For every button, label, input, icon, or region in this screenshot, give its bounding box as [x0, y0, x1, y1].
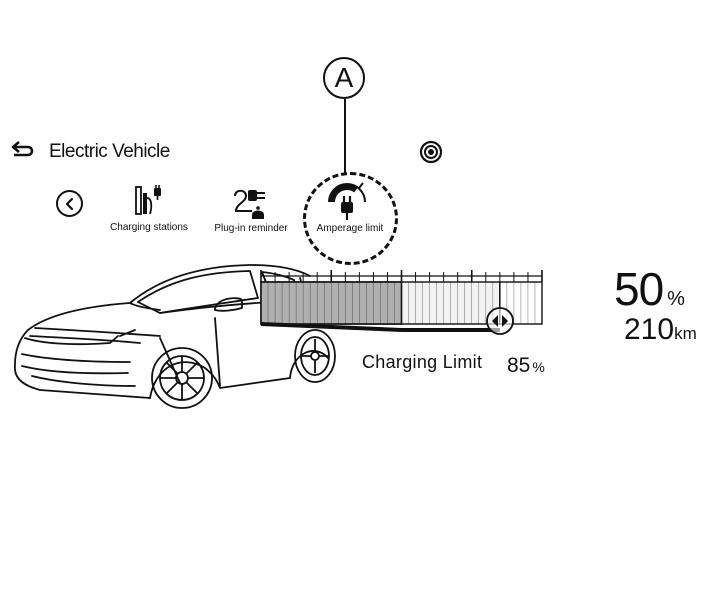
callout-leader-line: [344, 99, 346, 174]
charging-limit-label: Charging Limit: [362, 352, 483, 372]
previous-page-button[interactable]: [56, 190, 83, 217]
page-title: Electric Vehicle: [49, 141, 170, 162]
callout-letter: A: [334, 62, 354, 93]
arrow-right-icon: [501, 315, 508, 327]
settings-target-icon[interactable]: [418, 139, 444, 165]
battery-percent: 50%: [614, 262, 685, 316]
highlight-dashed-ring: [303, 172, 398, 265]
menu-label-plug-in-reminder: Plug-in reminder: [214, 223, 288, 234]
back-arrow-icon[interactable]: [10, 138, 36, 162]
menu-label-charging-stations: Charging stations: [110, 222, 188, 233]
range-unit: km: [674, 324, 697, 343]
driving-range: 210km: [624, 313, 697, 347]
plug-bell-icon: [234, 189, 265, 219]
charging-limit-unit: %: [532, 359, 545, 375]
menu-label-amperage-limit: Amperage limit: [316, 223, 384, 234]
battery-percent-unit: %: [667, 288, 685, 310]
battery-level-bar: [260, 270, 543, 332]
callout-marker: A: [323, 57, 365, 99]
arrow-left-icon: [491, 315, 498, 327]
menu-item-charging-stations[interactable]: Charging stations: [100, 182, 198, 238]
charging-limit-number: 85: [507, 354, 531, 377]
menu-item-amperage-limit[interactable]: Amperage limit: [305, 178, 395, 238]
range-value: 210: [624, 313, 675, 346]
charging-station-icon: [135, 185, 161, 215]
vehicle-illustration: [14, 264, 341, 409]
menu-item-plug-in-reminder[interactable]: Plug-in reminder: [205, 182, 297, 238]
battery-percent-value: 50: [614, 263, 664, 315]
charging-limit-slider-handle[interactable]: [485, 306, 515, 336]
amperage-gauge-plug-icon: [328, 182, 366, 220]
charging-limit-value: 85%: [507, 354, 545, 378]
battery-charged-baseline: [260, 322, 402, 332]
chevron-left-icon: [65, 197, 73, 210]
